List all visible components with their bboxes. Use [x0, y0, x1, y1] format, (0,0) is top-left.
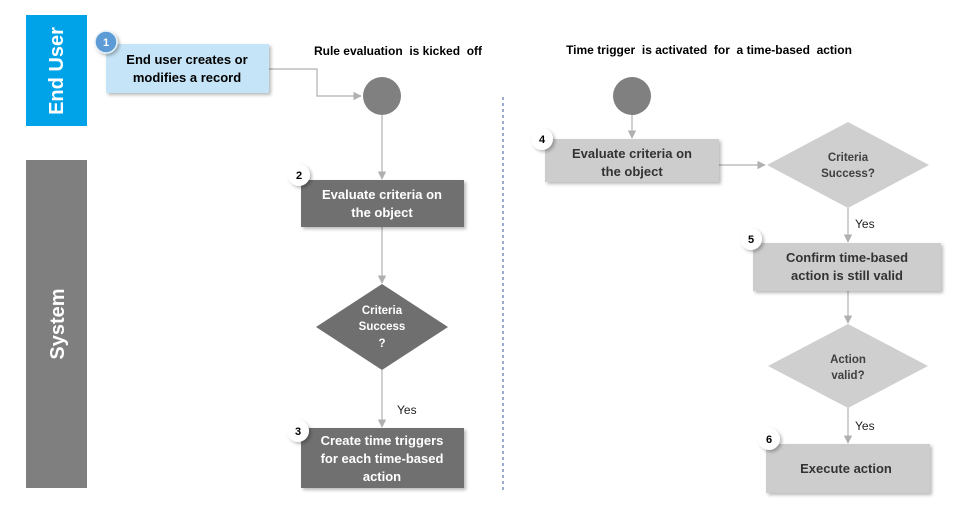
step3-line3: action: [363, 469, 401, 484]
heading-right: Time trigger is activated for a time-bas…: [566, 43, 852, 57]
step1-line1: End user creates or: [126, 52, 247, 67]
step3-badge: [287, 420, 309, 442]
decision-left-line2: Success: [359, 321, 406, 333]
decision-left-line3: ?: [378, 338, 385, 350]
lane-end-user: [26, 15, 87, 126]
step2-line1: Evaluate criteria on: [322, 187, 442, 202]
step2-badge-number: 2: [296, 170, 302, 182]
decision-criteria-left: [316, 284, 448, 370]
lane-system: [26, 160, 87, 488]
decision-action-line2: valid?: [831, 370, 864, 382]
arrow-step1-to-start: [269, 68, 362, 101]
step2-line2: the object: [351, 205, 413, 220]
step3-line1: Create time triggers: [321, 433, 444, 448]
step1-badge-number: 1: [103, 37, 109, 49]
decision-action-valid: [768, 324, 928, 408]
step6-badge: [758, 428, 780, 450]
decision-right-criteria-line2: Success?: [821, 168, 875, 180]
step3-badge-number: 3: [295, 426, 301, 438]
step1-line2: modifies a record: [133, 70, 241, 85]
decision-action-line1: Action: [830, 354, 866, 366]
step1-badge: [94, 30, 118, 54]
heading-left: Rule evaluation is kicked off: [314, 44, 483, 58]
step4-line2: the object: [601, 164, 663, 179]
step6-box: [766, 444, 930, 493]
step4-badge: [531, 128, 553, 150]
step3-box: [301, 428, 464, 488]
decision-left-line1: Criteria: [362, 305, 403, 317]
step5-badge: [740, 228, 762, 250]
step6-badge-number: 6: [766, 434, 772, 446]
start-node-left: [363, 77, 401, 115]
decision-right-criteria-line1: Criteria: [828, 152, 869, 164]
step5-line1: Confirm time-based: [786, 250, 908, 265]
lane-end-user-label: End User: [46, 27, 68, 115]
yes-label-criteria: Yes: [855, 217, 875, 231]
step1-box: [106, 44, 269, 93]
step4-box: [545, 139, 719, 182]
step3-line2: for each time-based: [321, 451, 444, 466]
step2-box: [301, 180, 464, 227]
step5-badge-number: 5: [748, 234, 754, 246]
lane-system-label: System: [47, 288, 69, 359]
step4-badge-number: 4: [539, 134, 546, 146]
yes-label-action: Yes: [855, 419, 875, 433]
step4-line1: Evaluate criteria on: [572, 146, 692, 161]
step5-box: [753, 243, 941, 291]
start-node-right: [613, 77, 651, 115]
decision-criteria-right: [767, 122, 929, 208]
step5-line2: action is still valid: [791, 268, 903, 283]
yes-label-left: Yes: [397, 403, 417, 417]
step2-badge: [288, 164, 310, 186]
step6-line1: Execute action: [800, 461, 892, 476]
